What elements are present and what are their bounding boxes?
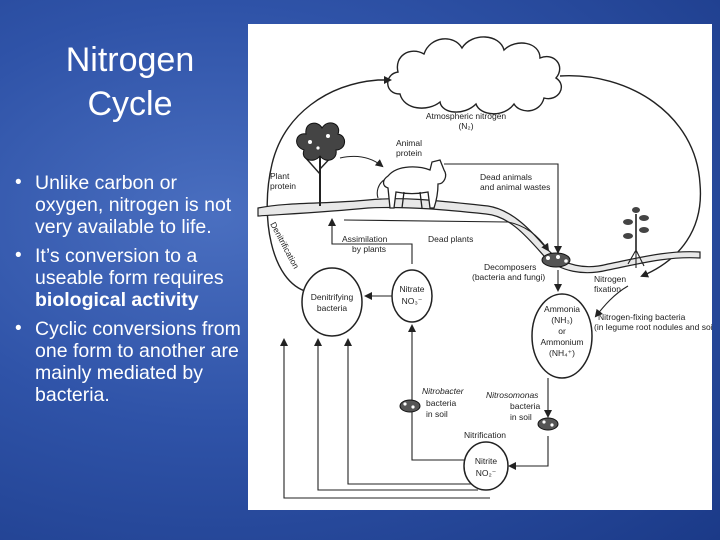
denitrifying-label: Denitrifying: [311, 292, 354, 302]
bullet-bold-text: biological activity: [35, 289, 199, 311]
fixation-to-ammonia-arrow: [594, 285, 629, 318]
dead-animals-label: Dead animals: [480, 172, 532, 182]
nitrosomonas-sub-label-2: in soil: [510, 412, 532, 422]
decomposers-label: Decomposers: [484, 262, 536, 272]
dead-animals-label-2: and animal wastes: [480, 182, 550, 192]
bullet-item: It’s conversion to a useable form requir…: [12, 245, 248, 311]
nitrosomonas-icon: [537, 417, 559, 431]
plant-protein-label: Plant: [270, 171, 290, 181]
decomposers-label-2: (bacteria and fungi): [472, 272, 545, 282]
bullet-text: It’s conversion to a useable form requir…: [35, 245, 224, 289]
decomposers-icon: [541, 252, 571, 268]
atmospheric-nitrogen-formula: (N₂): [458, 121, 473, 131]
nitrogen-fixing-label: Nitrogen-fixing bacteria: [598, 312, 686, 322]
nitrogen-fixation-arrow: [559, 75, 702, 278]
assimilation-arrow: [328, 218, 413, 264]
plant-icon: [296, 122, 345, 206]
nitrobacter-sub-label-2: in soil: [426, 409, 448, 419]
nitrosomonas-label: Nitrosomonas: [486, 390, 539, 400]
ammonia-label: Ammonia: [544, 304, 580, 314]
nitrate-label: Nitrate: [399, 284, 424, 294]
ammonium-formula: (NH₄⁺): [549, 348, 575, 358]
denitrification-label: Denitrification: [268, 220, 301, 270]
bullet-item: Cyclic conversions from one form to anot…: [12, 318, 248, 406]
diagram-canvas: Atmospheric nitrogen (N₂) Plant protein …: [257, 36, 712, 499]
ammonia-to-nitrite-arrow: [508, 436, 549, 470]
nitrobacter-label: Nitrobacter: [422, 386, 465, 396]
animal-protein-label: Animal: [396, 138, 422, 148]
nitrogen-cycle-diagram: Atmospheric nitrogen (N₂) Plant protein …: [248, 24, 712, 510]
ammonia-or: or: [558, 326, 566, 336]
ammonia-formula: (NH₃): [551, 315, 573, 325]
title-line-2: Cycle: [87, 85, 173, 123]
bullet-text: Unlike carbon or oxygen, nitrogen is not…: [35, 172, 232, 238]
soil-surface: [257, 198, 701, 274]
assimilation-label-2: by plants: [352, 244, 386, 254]
atmospheric-nitrogen-label: Atmospheric nitrogen: [426, 111, 507, 121]
title-line-1: Nitrogen: [65, 41, 195, 79]
plant-to-animal-arrow: [339, 155, 384, 168]
nitrite-label: Nitrite: [475, 456, 497, 466]
nitrosomonas-sub-label: bacteria: [510, 401, 541, 411]
ammonium-label: Ammonium: [541, 337, 584, 347]
nitrite-node: [463, 441, 509, 491]
nitrogen-fixation-label-2: fixation: [594, 284, 621, 294]
ammonia-node: [531, 293, 593, 379]
legume-plant-icon: [623, 207, 649, 268]
nitrate-formula: NO₃⁻: [402, 296, 423, 306]
plant-protein-label-2: protein: [270, 181, 296, 191]
slide-title: Nitrogen Cycle: [20, 38, 240, 126]
nitrite-formula: NO₂⁻: [476, 468, 497, 478]
cow-icon: [376, 159, 447, 209]
dead-animals-arrow: [444, 163, 562, 254]
cloud-icon: [387, 36, 562, 115]
assimilation-label: Assimilation: [342, 234, 388, 244]
bullet-list: Unlike carbon or oxygen, nitrogen is not…: [12, 172, 248, 413]
nitrogen-fixing-label-2: (in legume root nodules and soil): [594, 322, 712, 332]
denitrifying-label-2: bacteria: [317, 303, 348, 313]
nitrobacter-icon: [399, 399, 421, 413]
bottom-return-arrow: [314, 338, 478, 491]
nitrification-label: Nitrification: [464, 430, 506, 440]
dead-plants-label: Dead plants: [428, 234, 473, 244]
bullet-text: Cyclic conversions from one form to anot…: [35, 318, 241, 406]
denitrification-arrow: [266, 76, 392, 293]
bullet-item: Unlike carbon or oxygen, nitrogen is not…: [12, 172, 248, 238]
nitrite-to-denitrifying-arrow: [344, 338, 472, 485]
dead-plants-arrow: [343, 219, 550, 252]
nitrite-to-nitrate-arrow: [408, 324, 464, 461]
denitrifying-bacteria-node: [301, 267, 363, 337]
nitrobacter-sub-label: bacteria: [426, 398, 457, 408]
nitrogen-fixation-label: Nitrogen: [594, 274, 626, 284]
outer-loop-arrow: [280, 338, 490, 499]
animal-protein-label-2: protein: [396, 148, 422, 158]
